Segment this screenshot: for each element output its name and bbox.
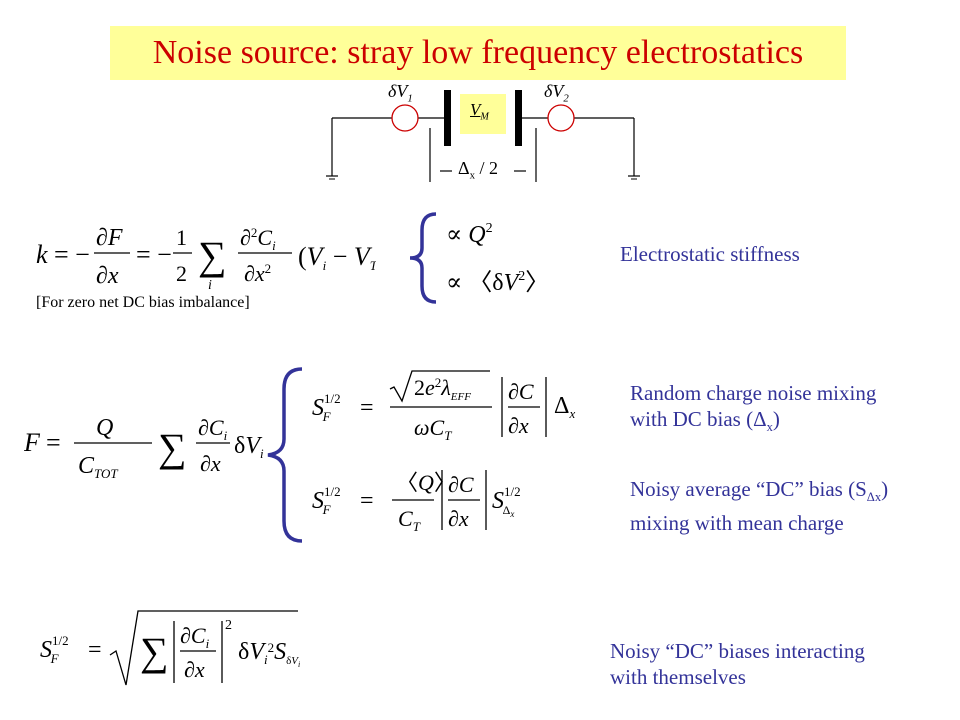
svg-text:∂C: ∂C [508, 379, 534, 404]
svg-text:= −: = − [54, 240, 90, 269]
svg-text:∂x2: ∂x2 [244, 261, 271, 286]
svg-text:Δx: Δx [554, 393, 575, 421]
source-v1-circle [391, 104, 419, 132]
page-title: Noise source: stray low frequency electr… [152, 34, 804, 71]
zero-bias-note: [For zero net DC bias imbalance] [36, 294, 250, 311]
svg-text:F: F [24, 428, 41, 457]
random-charge-label: Random charge noise mixing with DC bias … [630, 381, 877, 435]
test-mass [460, 94, 506, 134]
svg-text:S1/2F: S1/2F [312, 484, 341, 517]
noisy-average-label: Noisy average “DC” bias (SΔx) mixing wit… [630, 477, 889, 536]
svg-text:∝ Q2: ∝ Q2 [446, 221, 493, 248]
svg-text:∑: ∑ [158, 425, 187, 470]
svg-text:CTOT: CTOT [78, 453, 118, 481]
force-brace [267, 367, 303, 543]
svg-text:S1/2F: S1/2F [40, 633, 69, 666]
svg-text:=: = [360, 395, 374, 421]
noisy-dc-label: Noisy “DC” biases interacting with thems… [610, 639, 865, 689]
force-equation: F = Q CTOT ∑ ∂Ci ∂x δVi [24, 415, 264, 481]
svg-text:=: = [46, 428, 61, 457]
svg-text:k: k [36, 240, 48, 269]
svg-text:∑: ∑ [198, 233, 227, 278]
v2-label: δV2 [544, 81, 569, 105]
title-background [110, 26, 846, 80]
electrode-left [444, 90, 451, 146]
svg-text:∂x: ∂x [448, 506, 469, 531]
circuit-diagram [326, 90, 640, 182]
svg-text:=: = [360, 488, 374, 514]
svg-text:∂C: ∂C [448, 472, 474, 497]
svg-text:=: = [88, 637, 102, 663]
svg-text:2: 2 [176, 261, 187, 286]
svg-text:CT: CT [398, 506, 421, 534]
brace-1 [409, 212, 437, 304]
svg-text:i: i [208, 278, 212, 293]
svg-text:∂x: ∂x [508, 413, 529, 438]
gap-label: Δx / 2 [458, 158, 498, 182]
v1-label: δV1 [388, 81, 413, 105]
svg-text:Q: Q [96, 415, 113, 441]
svg-text:∂x: ∂x [200, 451, 221, 476]
svg-text:S1/2Δx: S1/2Δx [492, 484, 521, 519]
svg-text:∂Ci: ∂Ci [198, 415, 228, 443]
svg-text:δVi: δVi [234, 433, 264, 461]
electrode-right [515, 90, 522, 146]
svg-text:2: 2 [225, 618, 232, 633]
svg-text:∂2Ci: ∂2Ci [240, 225, 276, 253]
svg-text:S1/2F: S1/2F [312, 391, 341, 424]
svg-text:ωCT: ωCT [414, 415, 452, 443]
source-v2-circle [547, 104, 575, 132]
svg-text:1: 1 [176, 225, 187, 250]
svg-text:= −: = − [136, 240, 172, 269]
svg-text:2e2λEFF: 2e2λEFF [414, 375, 471, 403]
vm-label: VM [470, 100, 489, 123]
svg-text:∂Ci: ∂Ci [180, 623, 210, 651]
stiffness-equation: k = − ∂F ∂x = − 1 2 ∑ i ∂2Ci ∂x2 (Vi − V… [36, 225, 376, 293]
svg-text:∂F: ∂F [96, 225, 123, 251]
svg-text:∑: ∑ [140, 629, 169, 674]
svg-text:∂x: ∂x [184, 657, 205, 682]
brace-2 [267, 367, 303, 543]
svg-text:〈Q〉: 〈Q〉 [396, 470, 456, 495]
stiffness-brace-group: ∝ Q2 ∝ 〈δV2〉 [409, 212, 549, 304]
svg-text:∂x: ∂x [96, 263, 119, 289]
svg-text:δVi2SδVi: δVi2SδVi [238, 639, 300, 669]
svg-text:∝ 〈δV2〉: ∝ 〈δV2〉 [446, 269, 549, 296]
svg-text:(Vi − VTM)2: (Vi − VTM)2 [298, 240, 376, 273]
stiffness-label: Electrostatic stiffness [620, 242, 800, 266]
